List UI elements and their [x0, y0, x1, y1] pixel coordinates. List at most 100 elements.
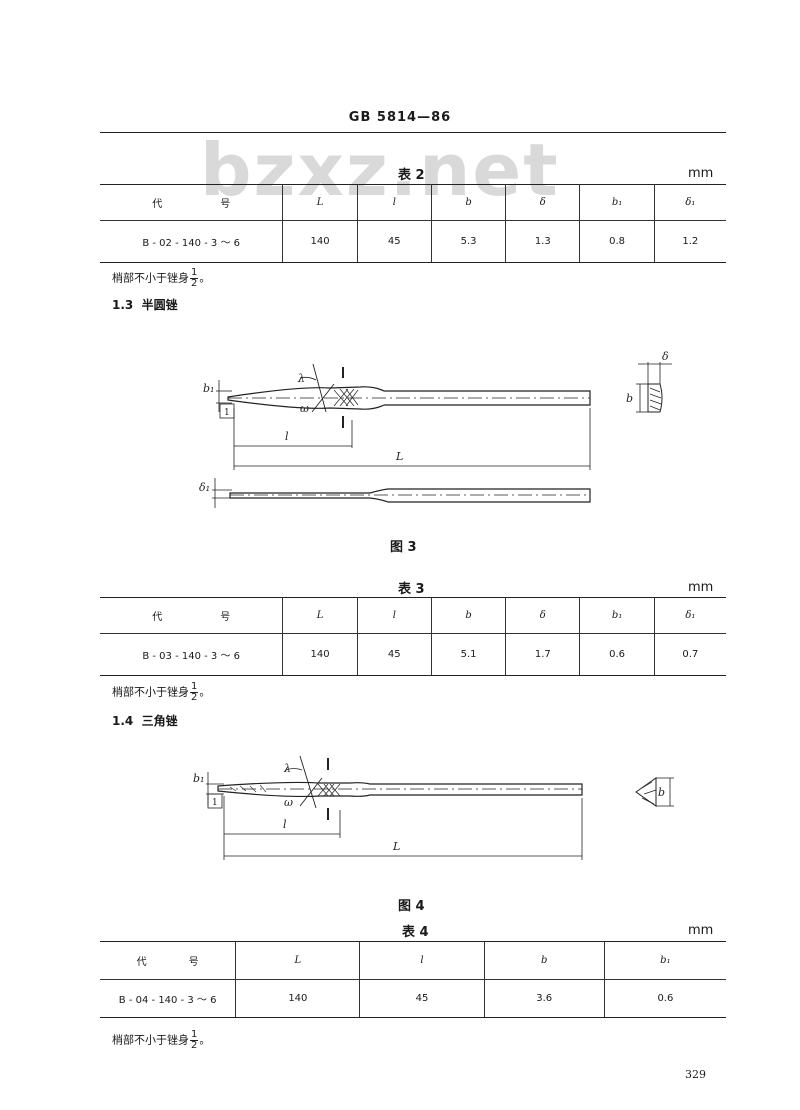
section-number: 1.4 [112, 714, 134, 728]
col-header-delta: δ [505, 597, 581, 634]
code-cell: B - 03 - 140 - 3 ～ 6 [100, 633, 284, 676]
value-cell: 140 [282, 220, 358, 263]
value-cell: 5.3 [430, 220, 507, 263]
value-cell: 0.6 [579, 633, 655, 676]
table-2: 代号 L l b δ b₁ δ₁ B - 02 - 140 - 3 ～ 6 14… [100, 184, 726, 263]
fraction-numerator: 1 [190, 1029, 199, 1041]
code-header-part-2: 号 [220, 199, 231, 210]
fraction-denominator: 2 [191, 692, 198, 703]
table-2-unit: mm [688, 166, 714, 181]
fig4-label-l: l [283, 818, 287, 831]
note-suffix: 。 [199, 271, 211, 285]
fig3-label-b: b [626, 392, 633, 405]
value-cell: 45 [359, 979, 485, 1018]
value-cell: 140 [282, 633, 358, 676]
col-header-delta1: δ₁ [653, 184, 726, 221]
fig4-label-omega: ω [284, 796, 293, 809]
value-cell: 45 [356, 633, 432, 676]
note-suffix: 。 [199, 685, 211, 699]
page-number: 329 [685, 1068, 706, 1081]
table-header-row: 代号 L l b δ b₁ δ₁ [100, 184, 726, 221]
table-3-caption: 表 3 [398, 582, 425, 597]
figure-3-caption: 图 3 [390, 540, 417, 555]
value-cell: 45 [356, 220, 432, 263]
value-cell: 5.1 [430, 633, 507, 676]
value-cell: 1.2 [653, 220, 726, 263]
col-header-b: b [430, 597, 507, 634]
note-text: 梢部不小于锉身 [112, 685, 189, 699]
table-header-row: 代号 L l b δ b₁ δ₁ [100, 597, 726, 634]
col-header-l: l [359, 941, 485, 980]
table-4: 代号 L l b b₁ B - 04 - 140 - 3 ～ 6 140 45 … [100, 941, 726, 1018]
code-header: 代号 [100, 184, 284, 221]
note-text: 梢部不小于锉身 [112, 1033, 189, 1047]
code-cell: B - 04 - 140 - 3 ～ 6 [100, 979, 237, 1018]
fig3-label-b1: b₁ [203, 382, 214, 395]
value-cell: 1.3 [505, 220, 581, 263]
fraction-numerator: 1 [190, 681, 199, 693]
value-cell: 0.8 [579, 220, 655, 263]
table-2-caption: 表 2 [398, 168, 425, 183]
fig4-label-b1: b₁ [193, 772, 204, 785]
section-1-4-heading: 1.4 三角锉 [112, 712, 178, 729]
fig3-label-lambda: λ [297, 372, 305, 385]
value-cell: 1.7 [505, 633, 581, 676]
col-header-L: L [235, 941, 361, 980]
fig3-label-l: l [285, 430, 289, 443]
fig3-label-one: 1 [224, 408, 230, 418]
table-3-unit: mm [688, 580, 714, 595]
value-cell: 140 [235, 979, 361, 1018]
table-header-row: 代号 L l b b₁ [100, 941, 726, 980]
code-cell: B - 02 - 140 - 3 ～ 6 [100, 220, 284, 263]
code-header: 代号 [100, 941, 237, 980]
code-header-part-2: 号 [220, 612, 231, 623]
fraction-numerator: 1 [190, 267, 199, 279]
value-cell: 3.6 [483, 979, 605, 1018]
note-suffix: 。 [199, 1033, 211, 1047]
fraction-denominator: 2 [191, 278, 198, 289]
table-row: B - 03 - 140 - 3 ～ 6 140 45 5.1 1.7 0.6 … [100, 633, 726, 676]
col-header-b: b [483, 941, 605, 980]
table-4-unit: mm [688, 923, 714, 938]
fig3-label-delta1: δ₁ [199, 481, 210, 494]
fig4-label-b: b [658, 786, 665, 799]
fig3-label-delta: δ [662, 350, 669, 363]
table-3: 代号 L l b δ b₁ δ₁ B - 03 - 140 - 3 ～ 6 14… [100, 597, 726, 676]
section-title: 半圆锉 [141, 298, 178, 312]
value-cell: 0.7 [653, 633, 726, 676]
col-header-l: l [356, 597, 432, 634]
fig4-label-one: 1 [212, 798, 218, 808]
code-header: 代号 [100, 597, 284, 634]
header-rule [100, 132, 726, 133]
standard-header: GB 5814—86 [348, 110, 452, 125]
code-header-part-1: 代 [136, 957, 147, 968]
note-text: 梢部不小于锉身 [112, 271, 189, 285]
col-header-L: L [282, 597, 358, 634]
fig4-label-L: L [392, 840, 400, 853]
code-header-part-1: 代 [152, 199, 163, 210]
figure-4-caption: 图 4 [398, 899, 425, 914]
code-header-part-1: 代 [152, 612, 163, 623]
fig4-label-lambda: λ [283, 762, 291, 775]
table-4-caption: 表 4 [402, 925, 429, 940]
section-1-3-heading: 1.3 半圆锉 [112, 296, 178, 313]
section-number: 1.3 [112, 298, 134, 312]
fraction-denominator: 2 [191, 1040, 198, 1051]
table-row: B - 04 - 140 - 3 ～ 6 140 45 3.6 0.6 [100, 979, 726, 1018]
col-header-b1: b₁ [603, 941, 726, 980]
col-header-delta: δ [505, 184, 581, 221]
value-cell: 0.6 [603, 979, 726, 1018]
fig3-label-L: L [395, 450, 403, 463]
fig3-label-omega: ω [300, 402, 309, 415]
section-title: 三角锉 [141, 714, 178, 728]
code-header-part-2: 号 [188, 957, 199, 968]
table-row: B - 02 - 140 - 3 ～ 6 140 45 5.3 1.3 0.8 … [100, 220, 726, 263]
